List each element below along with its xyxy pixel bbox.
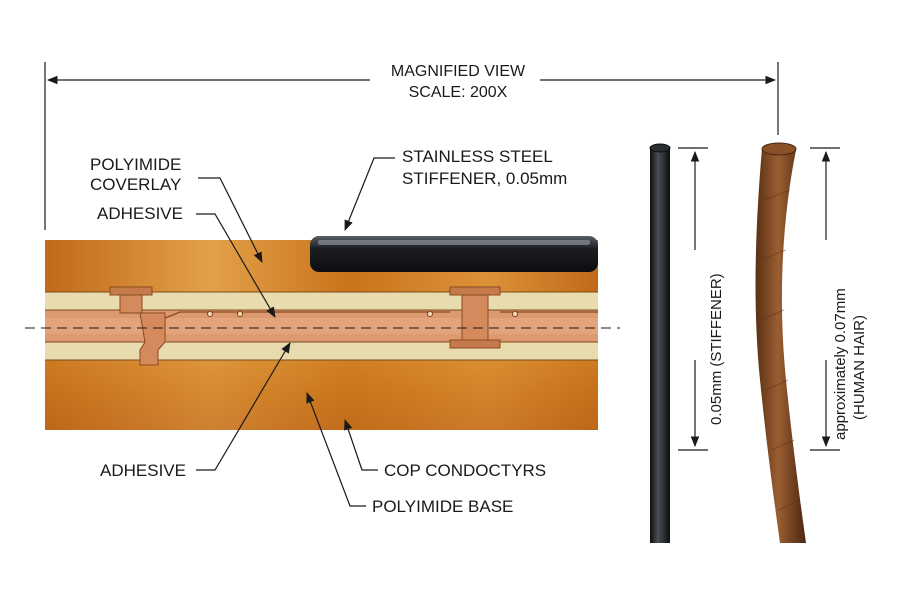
- label-adhesive-bottom: ADHESIVE: [100, 461, 186, 480]
- hair-dimension: [810, 147, 840, 451]
- via-left: [109, 286, 166, 366]
- label-conductors: COP CONDOCTYRS: [384, 461, 546, 480]
- human-hair: [755, 142, 806, 543]
- label-hair-dimension-1: approximately 0.07mm: [832, 288, 849, 440]
- label-polyimide-coverlay-2: COVERLAY: [90, 175, 181, 194]
- header-line-2: SCALE: 200X: [409, 84, 508, 101]
- label-polyimide-coverlay-1: POLYIMIDE: [90, 155, 181, 174]
- label-stiffener-dimension: 0.05mm (STIFFENER): [708, 273, 725, 425]
- cross-section: [25, 236, 620, 430]
- via-right: [449, 286, 501, 349]
- stiffener-dimension: [678, 147, 708, 451]
- magnified-view-dimension: [44, 62, 779, 230]
- label-adhesive-top: ADHESIVE: [97, 204, 183, 223]
- adhesive-top-layer: [45, 292, 598, 310]
- label-stiffener-1: STAINLESS STEEL: [402, 147, 553, 166]
- header-line-1: MAGNIFIED VIEW: [391, 63, 526, 80]
- leader-lines: [196, 157, 395, 507]
- label-stiffener-2: STIFFENER, 0.05mm: [402, 169, 567, 188]
- stiffener-rod: [649, 143, 671, 543]
- adhesive-bottom-layer: [45, 342, 598, 360]
- label-hair-dimension-2: (HUMAN HAIR): [851, 315, 868, 420]
- label-polyimide-base: POLYIMIDE BASE: [372, 497, 513, 516]
